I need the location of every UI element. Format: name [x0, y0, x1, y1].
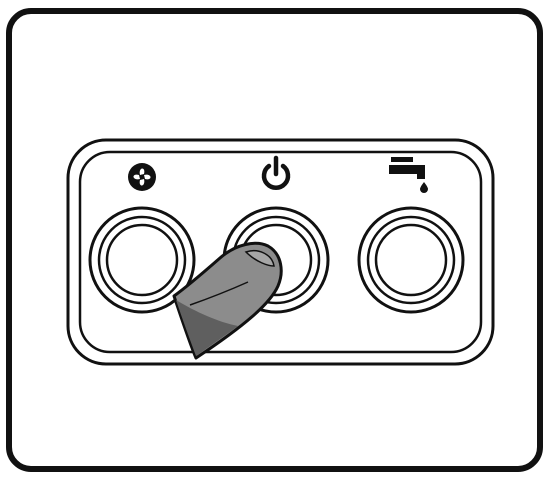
water-button[interactable] — [359, 208, 463, 312]
fan-icon — [128, 163, 156, 191]
